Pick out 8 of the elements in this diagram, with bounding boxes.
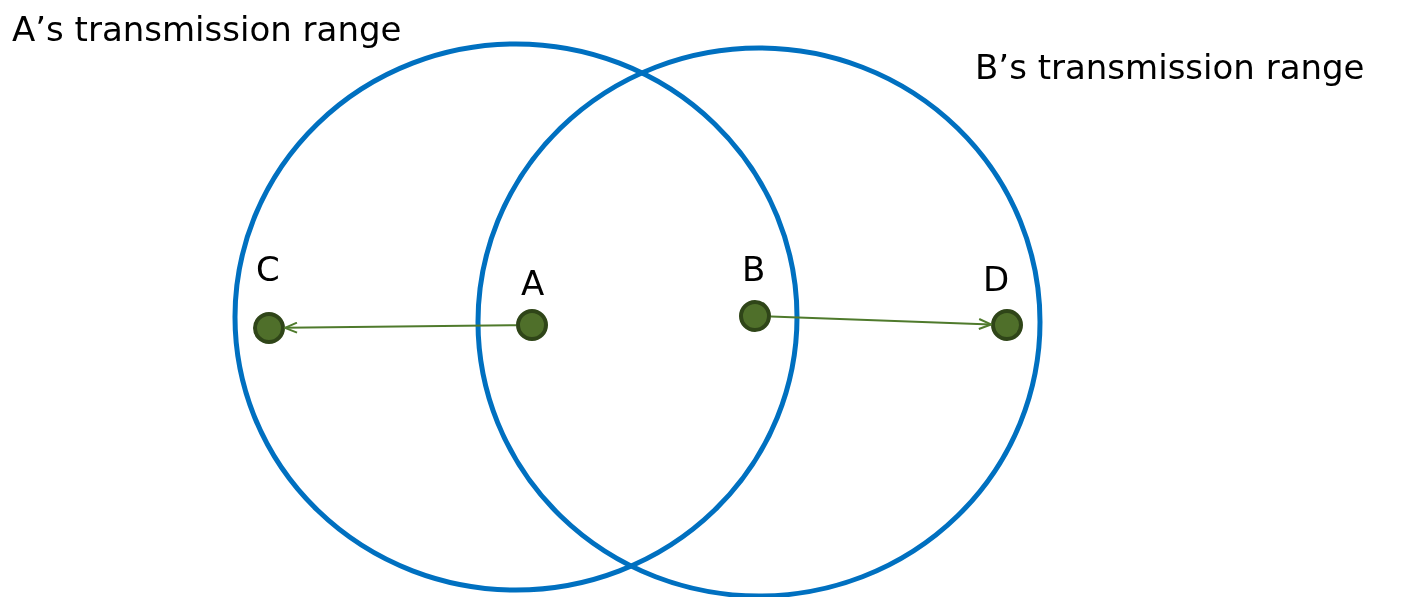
node-label: A: [521, 266, 545, 300]
range-label: A’s transmission range: [12, 12, 402, 46]
node-label: C: [256, 252, 280, 286]
node-label: B: [742, 252, 766, 286]
range-label: B’s transmission range: [975, 50, 1365, 84]
arrow: [770, 315, 992, 330]
node-label: D: [983, 262, 1010, 296]
arrow: [284, 321, 517, 334]
